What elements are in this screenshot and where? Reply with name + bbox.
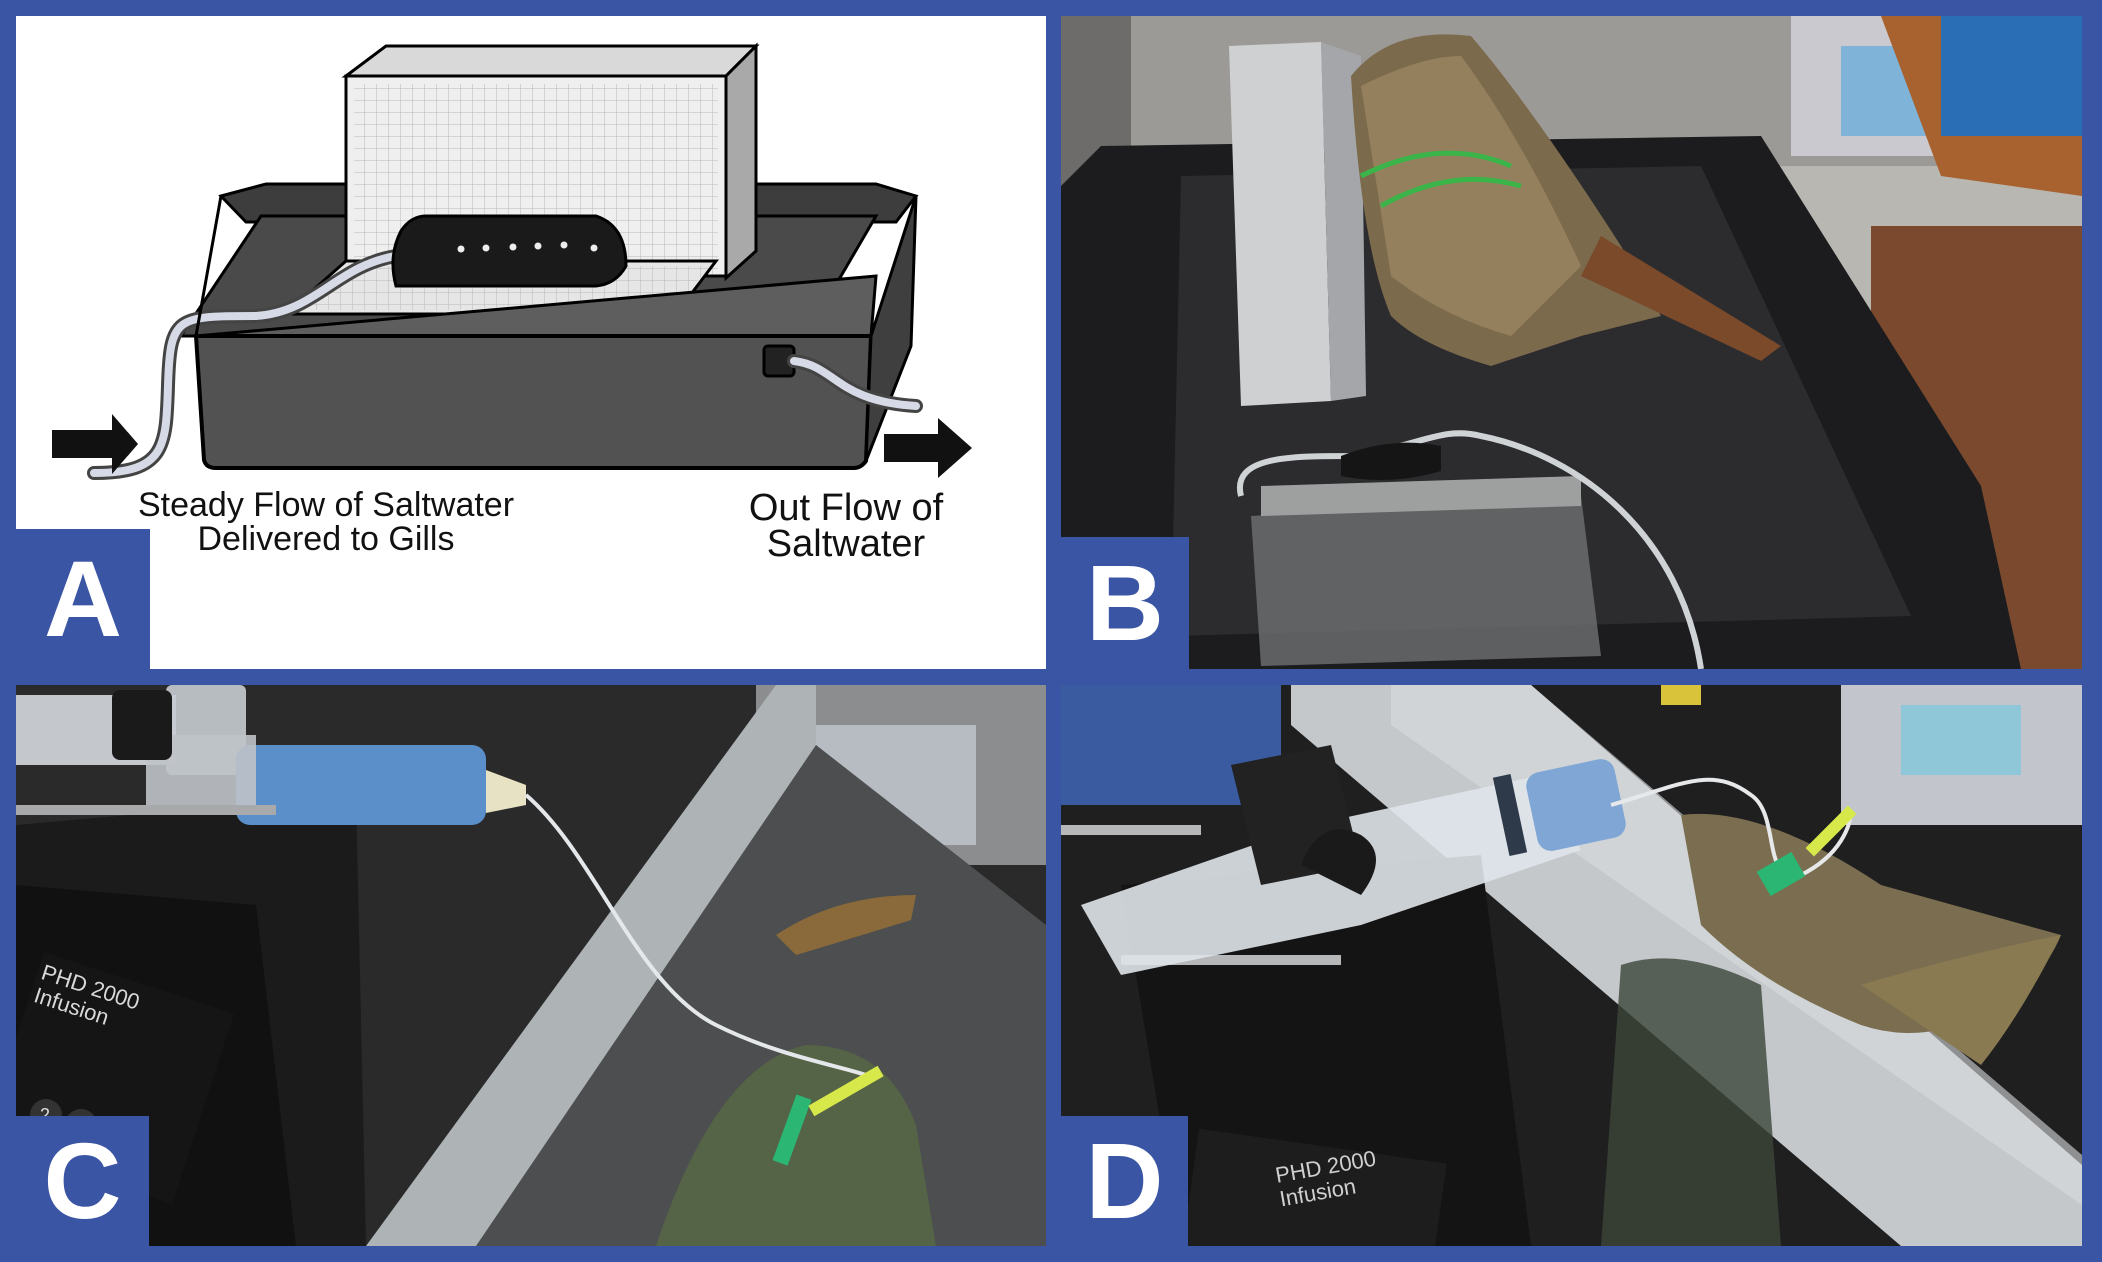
tank-schematic-drawing (52, 42, 972, 480)
panel-a-label-box: A (16, 529, 150, 669)
syringe-pump-photo-d (1061, 685, 2082, 1246)
crab-in-tank-photo (1061, 16, 2082, 669)
inflow-caption-line2: Delivered to Gills (197, 520, 455, 558)
outflow-arrow-icon (884, 418, 972, 478)
outflow-caption-line1: Out Flow of (748, 487, 944, 529)
panel-a-label: A (44, 538, 122, 659)
panel-a-schematic: Steady Flow of Saltwater Delivered to Gi… (16, 16, 1046, 669)
outflow-caption: Out Flow of Saltwater (716, 487, 976, 565)
panel-d-label-box: D (1061, 1116, 1188, 1246)
panel-c-photo: PHD 2000 Infusion 2 3 C (16, 685, 1046, 1246)
panel-b-photo: B (1061, 16, 2082, 669)
panel-d-photo: PHD 2000 Infusion D (1061, 685, 2082, 1246)
panel-b-label: B (1086, 542, 1164, 663)
inflow-arrow-icon (52, 414, 138, 474)
panel-c-label: C (43, 1120, 122, 1241)
syringe-pump-photo-c (16, 685, 1046, 1246)
outflow-caption-line2: Saltwater (766, 523, 926, 565)
panel-b-label-box: B (1061, 537, 1189, 669)
panel-c-label-box: C (16, 1116, 149, 1246)
panel-d-label: D (1085, 1120, 1164, 1241)
pump-button-2: 2 (40, 1105, 51, 1125)
inflow-caption-line1: Steady Flow of Saltwater (137, 486, 515, 524)
inflow-caption: Steady Flow of Saltwater Delivered to Gi… (106, 488, 546, 556)
